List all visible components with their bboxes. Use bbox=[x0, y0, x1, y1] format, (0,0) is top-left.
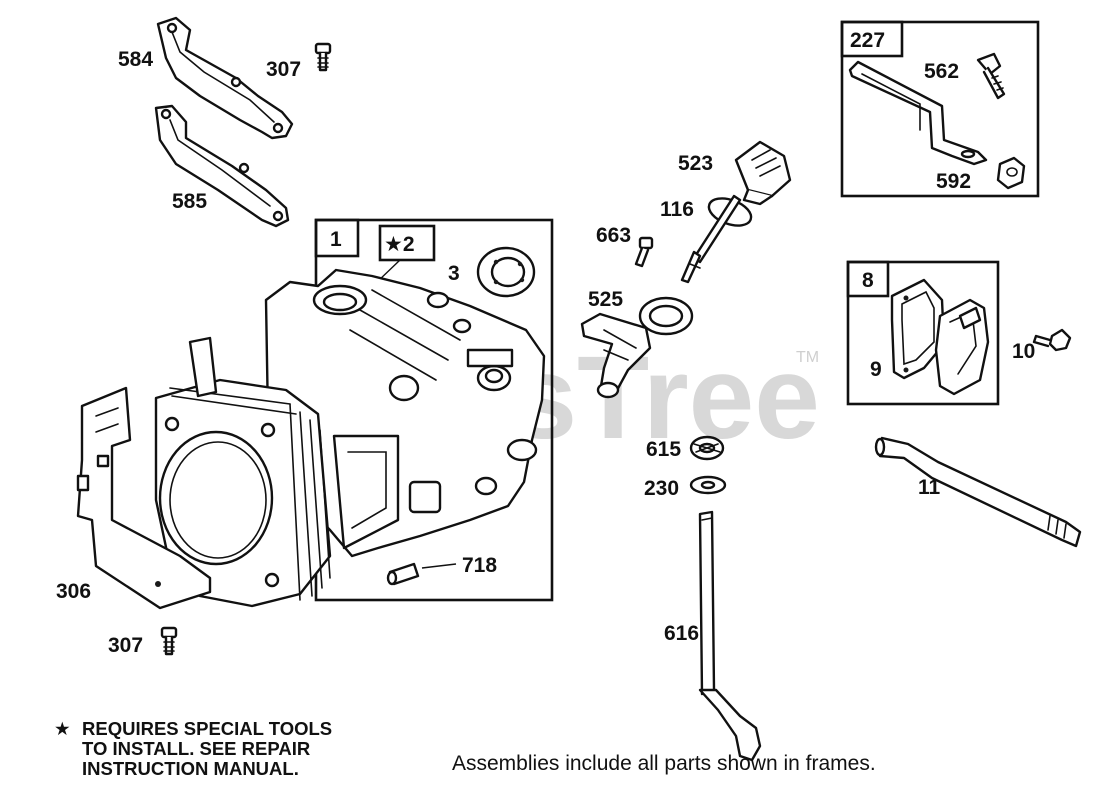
part-227-bracket[interactable] bbox=[848, 60, 988, 166]
label-525: 525 bbox=[588, 288, 623, 311]
part-307-bolt-bottom[interactable] bbox=[160, 626, 178, 656]
note-line-3: INSTRUCTION MANUAL. bbox=[82, 758, 299, 779]
part-3-oil-seal[interactable] bbox=[476, 246, 536, 298]
part-592-nut[interactable] bbox=[996, 156, 1026, 190]
assemblies-caption: Assemblies include all parts shown in fr… bbox=[452, 752, 876, 775]
label-3: 3 bbox=[448, 262, 460, 285]
part-523-dipstick-cap[interactable] bbox=[734, 140, 792, 206]
label-1: 1 bbox=[330, 228, 342, 251]
label-227: 227 bbox=[850, 29, 885, 52]
note-line-2: TO INSTALL. SEE REPAIR bbox=[82, 738, 310, 759]
part-10-screw[interactable] bbox=[1032, 328, 1072, 352]
part-585-gasket[interactable] bbox=[154, 104, 290, 228]
part-663-screw[interactable] bbox=[634, 236, 654, 268]
label-616: 616 bbox=[664, 622, 699, 645]
note-star: ★ bbox=[54, 718, 71, 739]
label-8: 8 bbox=[862, 269, 874, 292]
part-306-air-guide[interactable] bbox=[76, 386, 212, 610]
frame-227-number-box bbox=[840, 20, 904, 58]
label-584: 584 bbox=[118, 48, 153, 71]
watermark-trademark: TM bbox=[796, 349, 819, 366]
part-9-gasket[interactable] bbox=[890, 278, 946, 380]
frame-1-number-box bbox=[314, 218, 360, 258]
label-718: 718 bbox=[462, 554, 497, 577]
part-525-oil-fill-tube[interactable] bbox=[580, 296, 694, 399]
frame-8-number-box bbox=[846, 260, 890, 298]
part-562-bolt[interactable] bbox=[976, 52, 1006, 100]
label-615: 615 bbox=[646, 438, 681, 461]
label-116: 116 bbox=[660, 198, 694, 221]
dipstick-rod[interactable] bbox=[680, 194, 742, 284]
part-8-breather-cover[interactable] bbox=[934, 298, 990, 396]
label-9: 9 bbox=[870, 358, 882, 381]
label-663: 663 bbox=[596, 224, 631, 247]
part-230-washer[interactable] bbox=[689, 475, 727, 495]
label-592: 592 bbox=[936, 170, 971, 193]
part-584-gasket[interactable] bbox=[156, 16, 294, 140]
part-616-dipstick-tube[interactable] bbox=[698, 510, 762, 762]
note-line-1: REQUIRES SPECIAL TOOLS bbox=[82, 718, 332, 739]
frame-8-assembly[interactable] bbox=[846, 260, 1000, 406]
label-523: 523 bbox=[678, 152, 713, 175]
part-11-breather-tube[interactable] bbox=[874, 436, 1082, 548]
label-306: 306 bbox=[56, 580, 91, 603]
label-307-top: 307 bbox=[266, 58, 301, 81]
part-718-dowel-pin[interactable] bbox=[386, 562, 420, 586]
frame-227-assembly[interactable] bbox=[840, 20, 1040, 198]
label-230: 230 bbox=[644, 477, 679, 500]
label-11: 11 bbox=[918, 476, 941, 499]
part-2-number-box bbox=[378, 224, 436, 262]
label-307-bottom: 307 bbox=[108, 634, 143, 657]
part-307-bolt-top[interactable] bbox=[314, 42, 332, 72]
part-615-grommet[interactable] bbox=[689, 435, 725, 461]
label-585: 585 bbox=[172, 190, 207, 213]
label-2: ★2 bbox=[384, 233, 415, 256]
cylinder-block[interactable] bbox=[154, 268, 546, 608]
label-10: 10 bbox=[1012, 340, 1035, 363]
label-562: 562 bbox=[924, 60, 959, 83]
